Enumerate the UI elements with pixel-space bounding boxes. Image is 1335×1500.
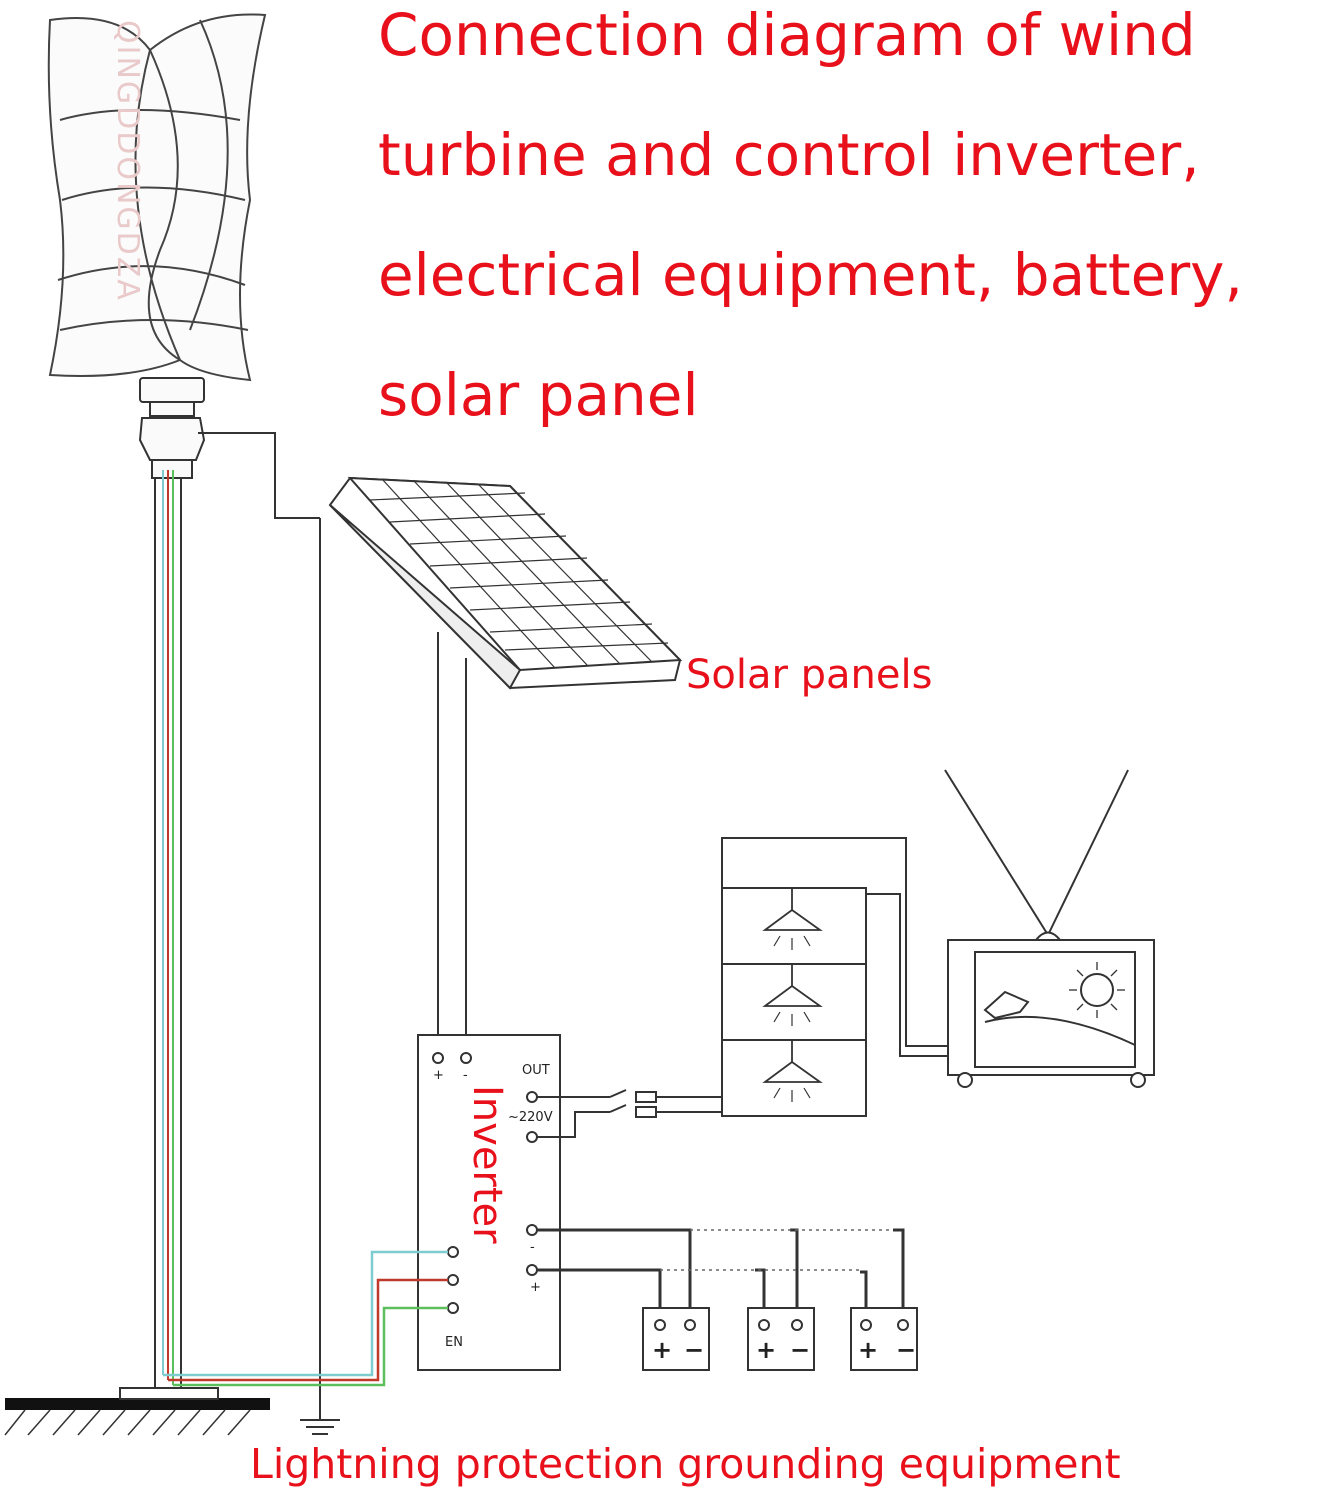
turbine-wires <box>163 1250 448 1387</box>
turbine-hub <box>138 377 206 479</box>
batteries <box>642 1307 918 1371</box>
title-line-3: electrical equipment, battery, <box>378 241 1243 309</box>
wind-turbine-rotor <box>47 13 267 382</box>
battery-bus-wires <box>537 1228 905 1320</box>
solar-panel <box>328 476 683 690</box>
inverter-220v-label: ~220V <box>508 1110 553 1125</box>
hub-ground-wire <box>198 432 320 519</box>
battery-1-minus: − <box>684 1336 705 1364</box>
grounding-symbol <box>300 1419 340 1435</box>
battery-3-minus: − <box>896 1336 917 1364</box>
tv-set <box>944 769 1155 1088</box>
title-line-4: solar panel <box>378 361 699 429</box>
inverter-box <box>417 1034 561 1371</box>
inverter-out-label: OUT <box>522 1063 550 1078</box>
inverter-plus-label: + <box>433 1068 444 1083</box>
inverter-terminals <box>432 1052 538 1314</box>
battery-2-minus: − <box>790 1336 811 1364</box>
inverter-battery-plus-label: + <box>530 1280 541 1295</box>
solar-panels-label: Solar panels <box>686 652 933 698</box>
watermark: QINGDDONGDZA <box>100 20 160 380</box>
watermark-text: QINGDDONGDZA <box>110 20 145 302</box>
inverter-battery-minus-label: - <box>530 1240 535 1255</box>
inverter-minus-label: - <box>463 1068 468 1083</box>
inverter-en-label: EN <box>445 1335 463 1350</box>
panel-inverter-wires <box>437 632 467 1050</box>
battery-3-plus: + <box>858 1336 879 1364</box>
inverter-label: Inverter <box>464 1085 510 1244</box>
battery-bus-dotted <box>660 1229 893 1271</box>
battery-1-plus: + <box>652 1336 673 1364</box>
battery-2-plus: + <box>756 1336 777 1364</box>
grounding-label: Lightning protection grounding equipment <box>250 1440 1121 1488</box>
title-line-1: Connection diagram of wind <box>378 1 1196 69</box>
title-line-2: turbine and control inverter, <box>378 121 1200 189</box>
ground-base <box>4 1387 270 1436</box>
turbine-pole <box>154 470 182 1389</box>
lamp-icons <box>762 888 823 1102</box>
